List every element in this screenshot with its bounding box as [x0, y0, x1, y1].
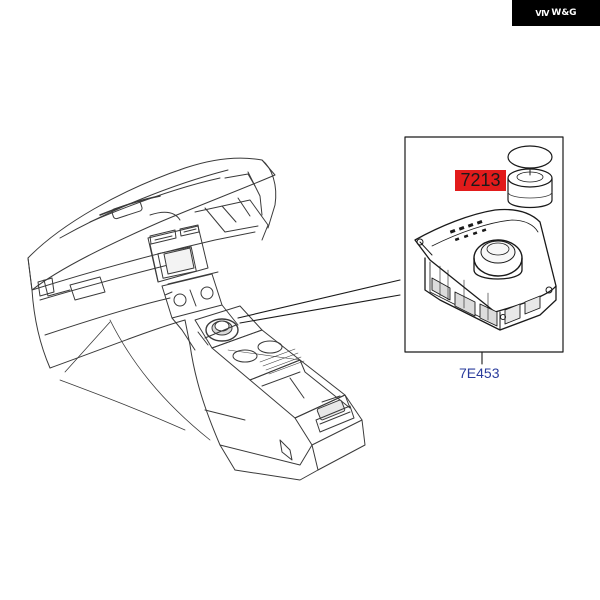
logo-text: W&G: [551, 8, 577, 18]
gear-selector-module: [414, 208, 557, 331]
part-label-7213: 7213: [455, 170, 506, 191]
dashboard-drawing: [27, 157, 401, 481]
brand-logo: ⅥⅤ W&G: [512, 0, 600, 26]
logo-mark-icon: ⅥⅤ: [535, 8, 549, 18]
part-label-7e453: 7E453: [459, 365, 500, 381]
control-knob-cap: [507, 145, 553, 209]
